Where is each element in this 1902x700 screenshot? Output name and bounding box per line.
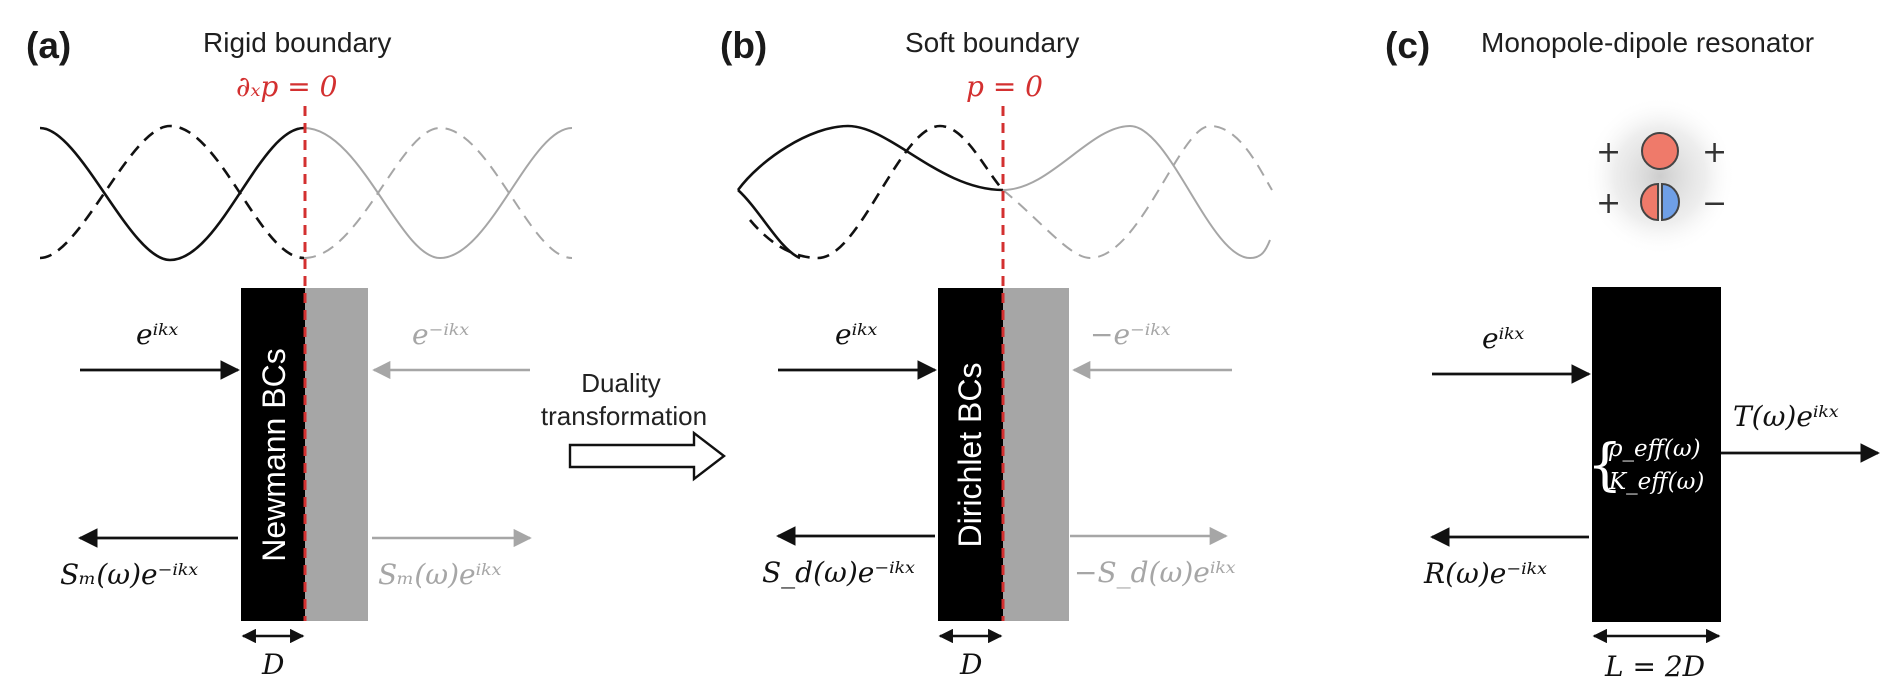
panel-b-mirror-solid-wave: [1002, 124, 1271, 260]
panel-a-solid-wave: [39, 126, 305, 262]
panel-c-letter: (c): [1385, 25, 1430, 66]
panel-c-width-label: L = 2D: [1604, 650, 1705, 683]
panel-b-mirror-dashed-wave: [1002, 124, 1273, 260]
panel-b-condition: p = 0: [966, 70, 1043, 103]
panel-c-slab: [1592, 287, 1721, 622]
panel-b-solid-wave: [736, 124, 1004, 192]
panel-a-width-label: D: [261, 648, 284, 681]
panel-b-title: Soft boundary: [905, 27, 1079, 58]
panel-b-incident-label: eⁱᵏˣ: [835, 318, 877, 351]
panel-b-letter: (b): [720, 25, 767, 66]
panel-c-monopole-sign-right: +: [1702, 135, 1727, 170]
panel-c-dipole-positive: [1640, 182, 1659, 222]
panel-a-title: Rigid boundary: [203, 27, 391, 58]
panel-a-mirror-solid-wave: [303, 127, 573, 260]
panel-a: (a) Rigid boundary ∂ₓp = 0 Newmann BCs e…: [26, 25, 573, 681]
panel-c-brace: {: [1587, 433, 1623, 498]
duality-transformation: Duality transformation: [541, 368, 726, 482]
duality-label-line2: transformation: [541, 401, 707, 431]
panel-c-rho: ρ_eff(ω): [1608, 436, 1701, 462]
duality-hollow-arrow: [568, 430, 726, 482]
panel-c-title: Monopole-dipole resonator: [1481, 27, 1814, 58]
panel-c: (c) Monopole-dipole resonator + + + − { …: [1385, 25, 1880, 683]
panel-b-reflected-label: S_d(ω)e⁻ⁱᵏˣ: [762, 556, 915, 589]
panel-b-slab-label: Dirichlet BCs: [952, 363, 988, 548]
panel-c-reflected-label: R(ω)e⁻ⁱᵏˣ: [1423, 557, 1547, 590]
panel-a-letter: (a): [26, 25, 71, 66]
panel-a-mirror-incident-label: e⁻ⁱᵏˣ: [412, 318, 469, 351]
panel-a-mirror-slab: [305, 288, 368, 621]
panel-c-monopole-sign-left: +: [1596, 135, 1621, 170]
panel-c-incident-label: eⁱᵏˣ: [1482, 322, 1524, 355]
panel-c-monopole: [1641, 132, 1679, 170]
panel-c-dipole-negative: [1661, 182, 1680, 222]
panel-b-mirror-reflected-label: −S_d(ω)eⁱᵏˣ: [1074, 556, 1236, 589]
duality-label-line1: Duality: [581, 368, 660, 398]
panel-a-incident-label: eⁱᵏˣ: [136, 318, 178, 351]
panel-a-dashed-wave: [39, 124, 305, 260]
panel-c-kappa: K_eff(ω): [1608, 469, 1704, 495]
panel-b-solid-wave-left: [737, 189, 801, 260]
panel-c-glow: [1584, 96, 1736, 256]
panel-b-dashed-wave: [749, 124, 1004, 260]
panel-c-dipole-sign-right: −: [1702, 186, 1727, 221]
panel-c-transmitted-label: T(ω)eⁱᵏˣ: [1733, 400, 1839, 433]
panel-b-slab: [938, 288, 1003, 621]
panel-b-width-label: D: [959, 648, 982, 681]
panel-a-condition: ∂ₓp = 0: [236, 70, 337, 103]
panel-b: (b) Soft boundary p = 0 Dirichlet BCs eⁱ…: [720, 25, 1273, 681]
panel-b-mirror-incident-label: −e⁻ⁱᵏˣ: [1090, 318, 1171, 351]
panel-b-mirror-slab: [1003, 288, 1069, 621]
panel-a-mirror-dashed-wave: [303, 126, 573, 259]
panel-a-slab: [241, 288, 305, 621]
panel-a-reflected-label: Sₘ(ω)e⁻ⁱᵏˣ: [60, 558, 198, 591]
panel-a-slab-label: Newmann BCs: [256, 348, 292, 561]
panel-a-mirror-reflected-label: Sₘ(ω)eⁱᵏˣ: [378, 558, 501, 591]
panel-c-dipole-sign-left: +: [1596, 186, 1621, 221]
